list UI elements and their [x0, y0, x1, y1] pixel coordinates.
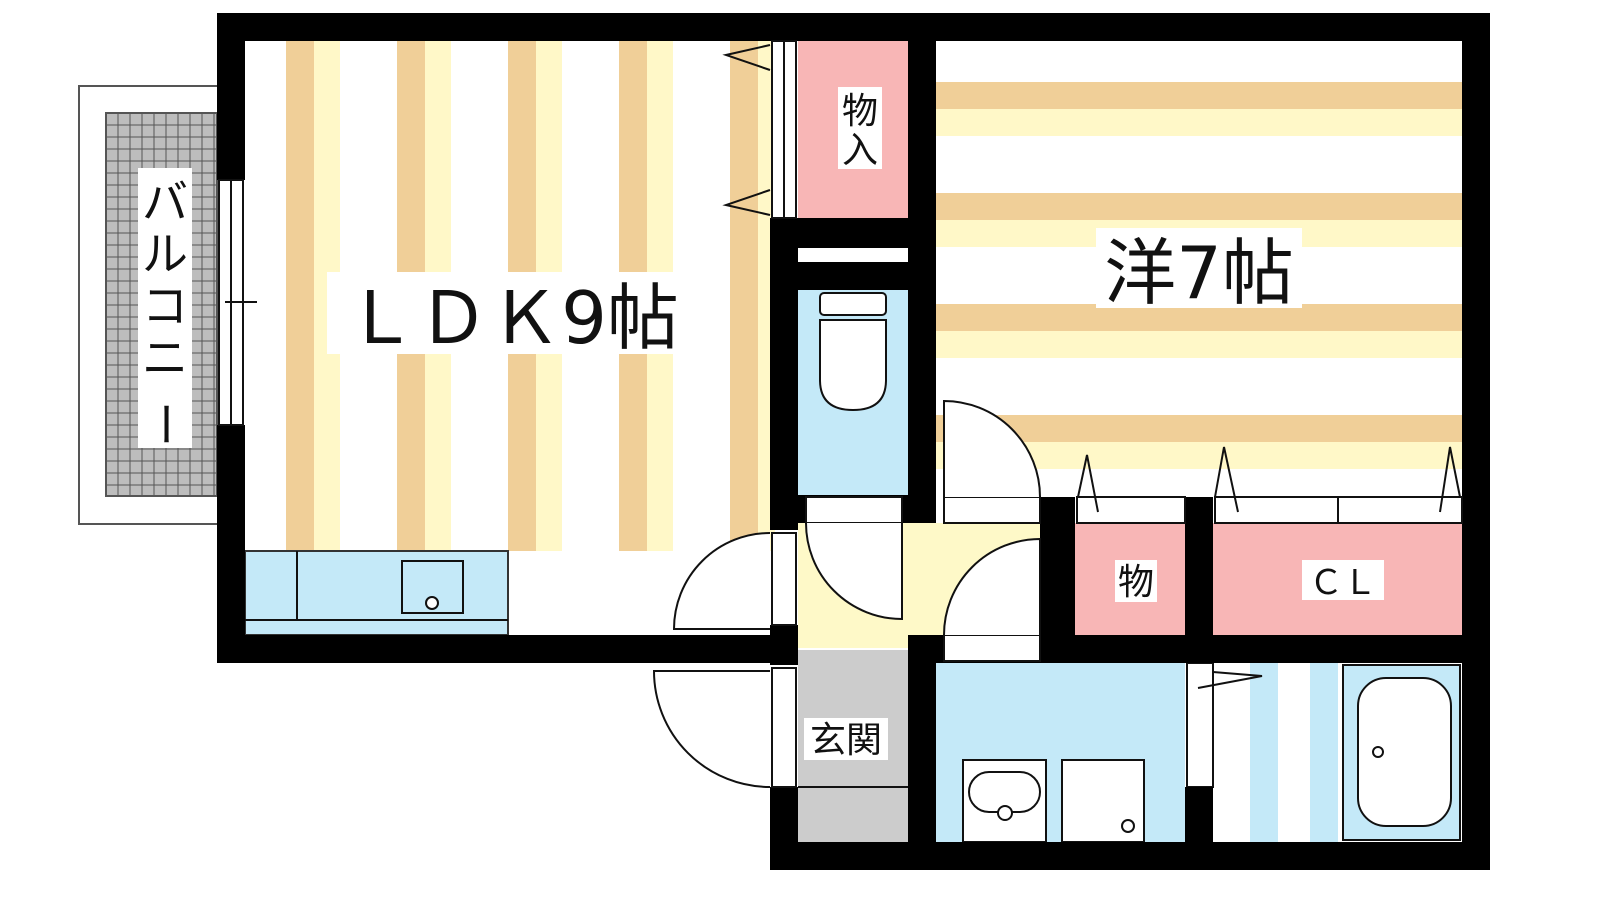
label-closet-top-1: 物: [842, 91, 878, 132]
bathroom: [1186, 662, 1462, 842]
floor-stripe: [936, 415, 1462, 442]
label-ldk: ＬＤＫ9帖: [345, 276, 679, 360]
bathtub-icon: [1357, 677, 1452, 827]
label-closet-cl: ＣＬ: [1309, 563, 1377, 603]
floor-stripe: [730, 41, 758, 551]
label-closet-small: 物: [1118, 562, 1154, 603]
toilet-icon: [819, 319, 887, 412]
label-western: 洋7帖: [1104, 231, 1294, 315]
balcony-char: ー: [138, 401, 192, 447]
sink-icon: [401, 560, 464, 614]
floor-stripe: [936, 109, 1462, 136]
balcony: [78, 85, 220, 525]
label-closet-top-2: 入: [842, 130, 878, 171]
front-door[interactable]: [652, 670, 771, 788]
balcony-char: バ: [142, 175, 188, 229]
floor-stripe: [936, 331, 1462, 358]
label-balcony: バ ル コ ニ ー: [138, 175, 192, 447]
floor-stripe: [936, 304, 1462, 331]
doors: [218, 40, 1463, 788]
walls: [217, 13, 1490, 870]
floor-stripe: [936, 82, 1462, 109]
washroom: [936, 663, 1185, 843]
balcony-char: コ: [142, 279, 188, 333]
kitchen-counter: [244, 550, 509, 636]
toilet: [798, 290, 908, 495]
label-entrance: 玄関: [810, 720, 882, 761]
balcony-char: ニ: [142, 331, 188, 385]
floor-stripe: [286, 41, 314, 551]
balcony-char: ル: [142, 227, 188, 281]
floor-stripe: [936, 193, 1462, 220]
